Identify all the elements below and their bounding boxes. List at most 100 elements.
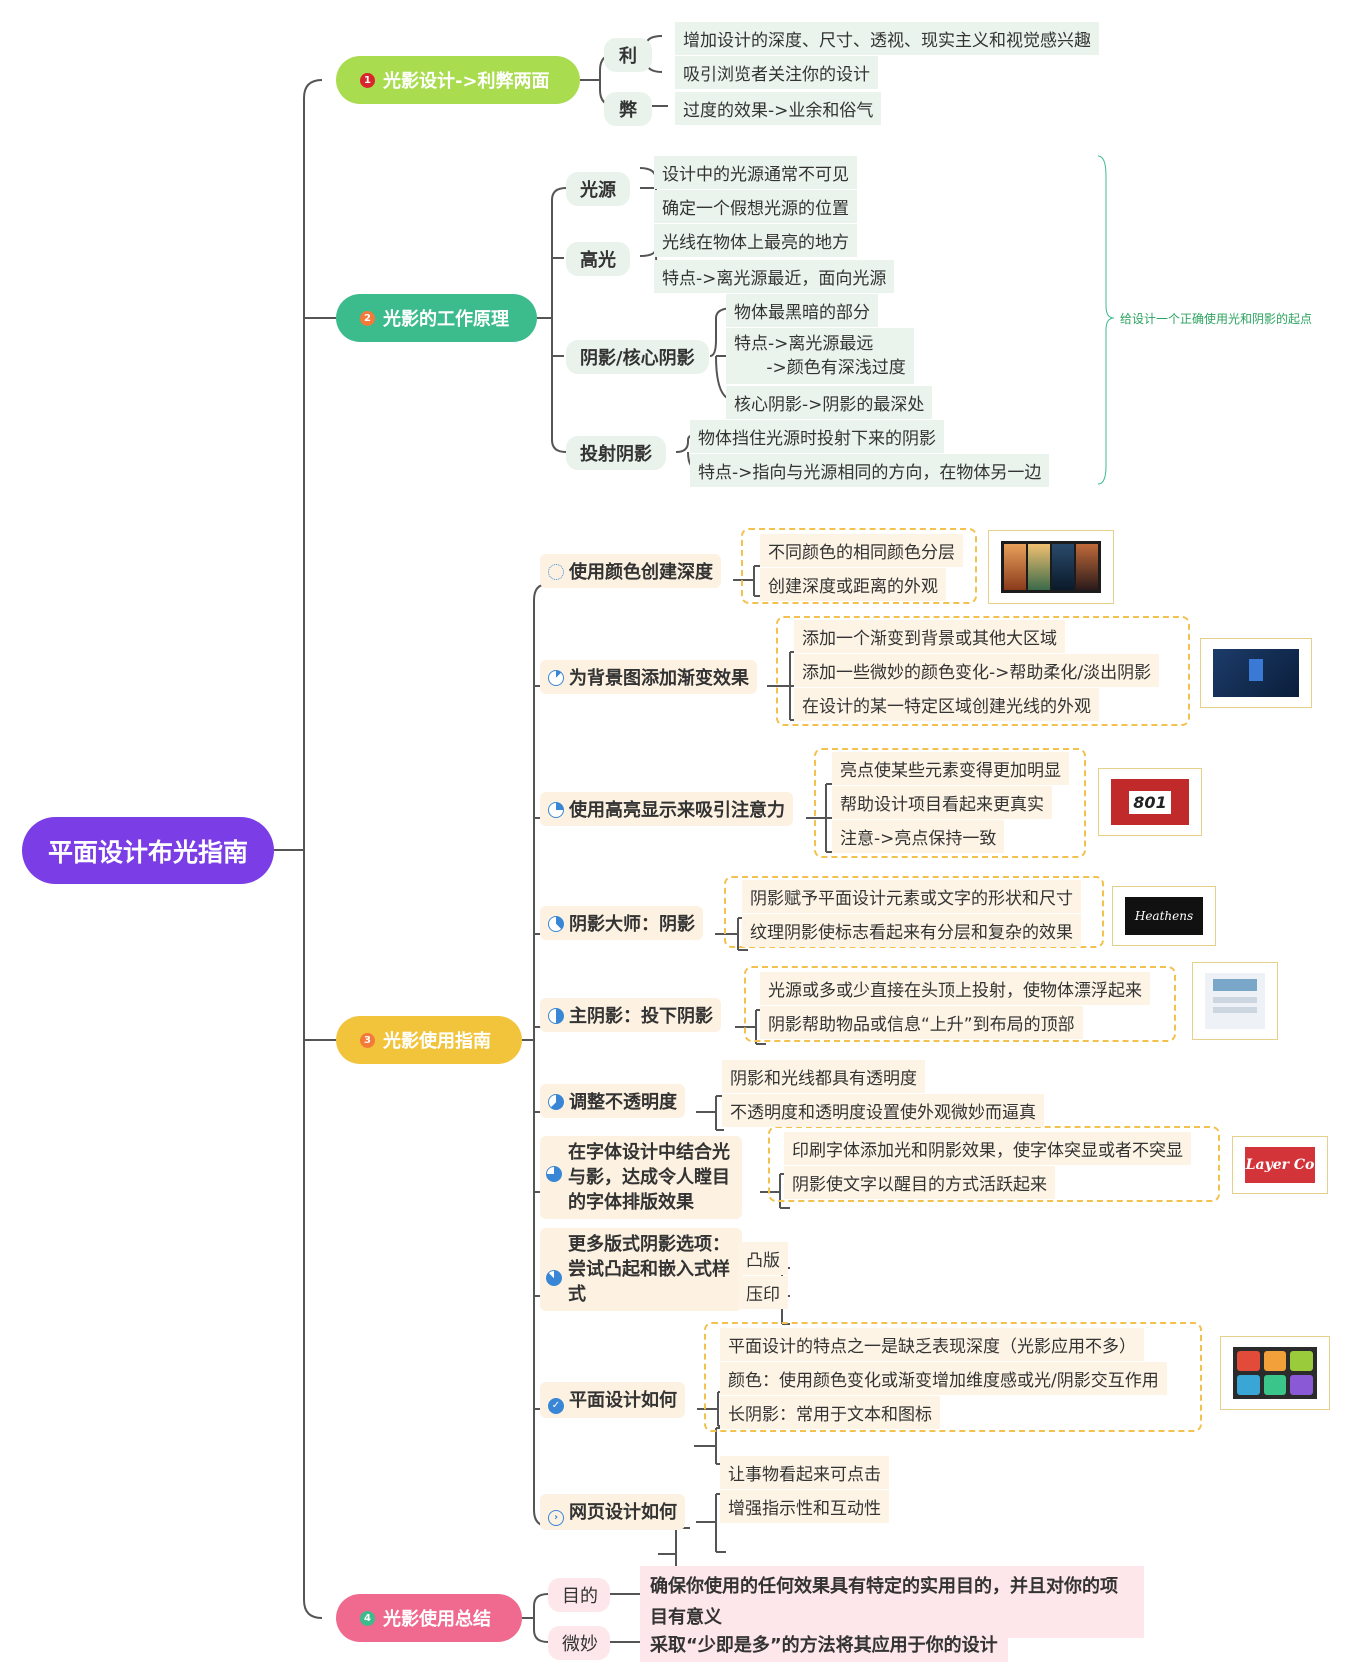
branch-title: 光影使用总结 — [383, 1609, 491, 1630]
dashed-group — [776, 616, 1190, 726]
guide-leaf: 阴影帮助物品或信息“上升”到布局的顶部 — [760, 1006, 1083, 1039]
guide-item-emboss[interactable]: 更多版式阴影选项：尝试凸起和嵌入式样式 — [540, 1228, 742, 1311]
shadow-item: 核心阴影->阴影的最深处 — [726, 386, 933, 419]
guide-leaf: 平面设计的特点之一是缺乏表现深度（光影应用不多） — [720, 1328, 1144, 1361]
branch-note: 给设计一个正确使用光和阴影的起点 — [1120, 312, 1313, 326]
guide-item-shadow-master[interactable]: 阴影大师：阴影 — [540, 906, 703, 940]
guide-leaf: 颜色：使用颜色变化或渐变增加维度感或光/阴影交互作用 — [720, 1362, 1167, 1395]
guide-item-gradient[interactable]: 为背景图添加渐变效果 — [540, 660, 757, 694]
guide-item-label: 使用高亮显示来吸引注意力 — [569, 800, 785, 821]
guide-leaf: 阴影和光线都具有透明度 — [722, 1060, 925, 1093]
subtle-label[interactable]: 微妙 — [548, 1626, 610, 1660]
cast-item: 特点->指向与光源相同的方向，在物体另一边 — [690, 454, 1050, 487]
guide-leaf: 不透明度和透明度设置使外观微妙而逼真 — [722, 1094, 1044, 1127]
guide-leaf: 压印 — [738, 1276, 788, 1309]
guide-item-opacity[interactable]: 调整不透明度 — [540, 1084, 685, 1118]
guide-item-label: 网页设计如何 — [569, 1502, 677, 1523]
branch-guide[interactable]: 3 光影使用指南 — [336, 1016, 522, 1064]
guide-item-label: 平面设计如何 — [569, 1390, 677, 1411]
branch-title: 光影使用指南 — [383, 1031, 491, 1052]
branch-pros-cons[interactable]: 1 光影设计->利弊两面 — [336, 56, 580, 104]
check-icon: ✓ — [548, 1397, 564, 1414]
guide-leaf: 让事物看起来可点击 — [720, 1456, 889, 1489]
guide-leaf: 纹理阴影使标志看起来有分层和复杂的效果 — [742, 914, 1081, 947]
801-box-image: 801 — [1098, 768, 1202, 836]
guide-leaf: 帮助设计项目看起来更真实 — [832, 786, 1052, 819]
branch-title: 光影设计->利弊两面 — [383, 71, 550, 92]
pros-label[interactable]: 利 — [604, 38, 652, 72]
guide-leaf: 光源或多或少直接在头顶上投射，使物体漂浮起来 — [760, 972, 1150, 1005]
highlight-item: 光线在物体上最亮的地方 — [654, 224, 857, 257]
guide-item-label: 更多版式阴影选项：尝试凸起和嵌入式样式 — [568, 1234, 730, 1305]
dashed-group — [814, 748, 1086, 858]
progress-0-icon — [548, 564, 564, 580]
branch-summary[interactable]: 4 光影使用总结 — [336, 1594, 522, 1642]
branch-principles[interactable]: 2 光影的工作原理 — [336, 294, 537, 342]
light-source-label[interactable]: 光源 — [566, 172, 630, 206]
progress-2-icon — [548, 802, 564, 818]
pros-item: 吸引浏览者关注你的设计 — [675, 56, 878, 89]
guide-item-label: 在字体设计中结合光与影，达成令人瞠目的字体排版效果 — [568, 1142, 730, 1213]
web-card-image — [1192, 962, 1278, 1040]
cast-item: 物体挡住光源时投射下来的阴影 — [690, 420, 944, 453]
root-topic[interactable]: 平面设计布光指南 — [22, 817, 274, 884]
guide-item-web-design[interactable]: › 网页设计如何 — [540, 1494, 685, 1530]
guide-item-highlight[interactable]: 使用高亮显示来吸引注意力 — [540, 792, 793, 826]
dashed-group — [741, 528, 977, 604]
priority-4-icon: 4 — [360, 1610, 375, 1626]
highlight-item: 特点->离光源最近，面向光源 — [654, 260, 895, 293]
shadow-label[interactable]: 阴影/核心阴影 — [566, 340, 709, 374]
priority-3-icon: 3 — [360, 1032, 375, 1048]
flat-icons-image — [1220, 1336, 1330, 1410]
guide-leaf: 添加一些微妙的颜色变化->帮助柔化/淡出阴影 — [794, 654, 1160, 687]
cons-item: 过度的效果->业余和俗气 — [675, 92, 882, 125]
guide-item-label: 主阴影：投下阴影 — [569, 1006, 713, 1027]
script-logo-image: Heathens — [1112, 886, 1216, 946]
gradient-web-image — [1200, 638, 1312, 708]
light-item: 设计中的光源通常不可见 — [654, 156, 857, 189]
pros-item: 增加设计的深度、尺寸、透视、现实主义和视觉感兴趣 — [675, 22, 1099, 55]
progress-7-icon — [546, 1270, 562, 1286]
type-text: Layer Co — [1245, 1157, 1315, 1173]
mountain-layers-image — [988, 530, 1114, 604]
dashed-group — [724, 876, 1104, 948]
guide-leaf: 凸版 — [738, 1242, 788, 1275]
guide-item-color-depth[interactable]: 使用颜色创建深度 — [540, 554, 721, 588]
shadow-item: 物体最黑暗的部分 — [726, 294, 878, 327]
branch-title: 光影的工作原理 — [383, 309, 509, 330]
priority-2-icon: 2 — [360, 310, 375, 326]
box-label: 801 — [1129, 790, 1171, 814]
cast-shadow-label[interactable]: 投射阴影 — [566, 436, 666, 470]
guide-item-label: 调整不透明度 — [569, 1092, 677, 1113]
dashed-group — [744, 966, 1176, 1042]
guide-leaf: 印刷字体添加光和阴影效果，使字体突显或者不突显 — [784, 1132, 1191, 1165]
guide-leaf: 亮点使某些元素变得更加明显 — [832, 752, 1069, 785]
shadow-item: 特点->离光源最远 ->颜色有深浅过度 — [726, 328, 914, 384]
guide-item-flat-design[interactable]: ✓ 平面设计如何 — [540, 1382, 685, 1418]
guide-item-drop-shadow[interactable]: 主阴影：投下阴影 — [540, 998, 721, 1032]
cons-label[interactable]: 弊 — [604, 92, 652, 126]
chevron-right-icon: › — [548, 1509, 564, 1526]
guide-leaf: 创建深度或距离的外观 — [760, 568, 946, 601]
guide-item-label: 阴影大师：阴影 — [569, 914, 695, 935]
logo-text: Heathens — [1134, 909, 1194, 923]
guide-leaf: 注意->亮点保持一致 — [832, 820, 1005, 853]
light-item: 确定一个假想光源的位置 — [654, 190, 857, 223]
guide-item-typography[interactable]: 在字体设计中结合光与影，达成令人瞠目的字体排版效果 — [540, 1136, 742, 1219]
guide-leaf: 添加一个渐变到背景或其他大区域 — [794, 620, 1065, 653]
layer-type-image: Layer Co — [1232, 1136, 1328, 1194]
guide-leaf: 长阴影：常用于文本和图标 — [720, 1396, 940, 1429]
priority-1-icon: 1 — [360, 72, 375, 88]
guide-leaf: 阴影使文字以醒目的方式活跃起来 — [784, 1166, 1055, 1199]
progress-1-icon — [548, 670, 564, 686]
guide-leaf: 在设计的某一特定区域创建光线的外观 — [794, 688, 1099, 721]
progress-4-icon — [548, 1008, 564, 1024]
highlight-label[interactable]: 高光 — [566, 242, 630, 276]
progress-5-icon — [548, 1094, 564, 1110]
dashed-group — [704, 1322, 1202, 1432]
guide-leaf: 阴影赋予平面设计元素或文字的形状和尺寸 — [742, 880, 1081, 913]
progress-3-icon — [548, 916, 564, 932]
guide-leaf: 增强指示性和互动性 — [720, 1490, 889, 1523]
guide-item-label: 使用颜色创建深度 — [569, 562, 713, 583]
purpose-label[interactable]: 目的 — [548, 1578, 610, 1612]
